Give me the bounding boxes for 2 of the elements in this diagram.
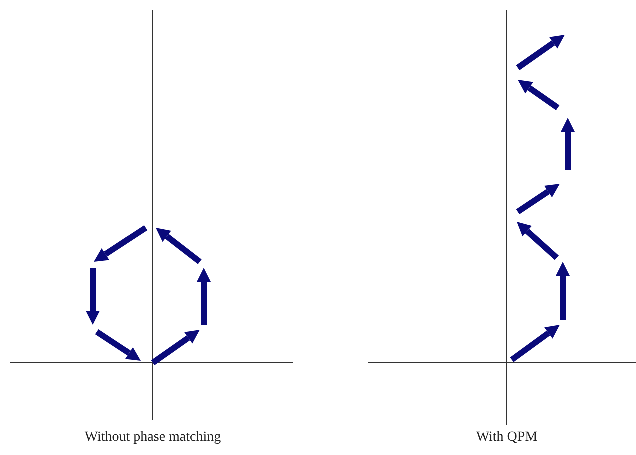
- panel-caption: With QPM: [475, 430, 539, 446]
- panel-caption: Without phase matching: [84, 430, 222, 446]
